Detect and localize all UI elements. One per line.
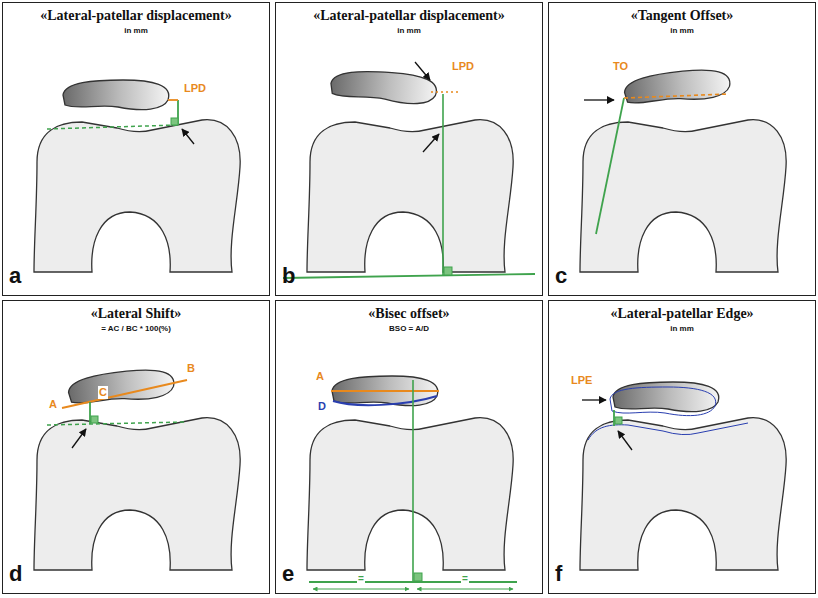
- femur: [580, 418, 786, 570]
- figure-panel: «Bisec offset» BSO = A/D e: [275, 300, 543, 594]
- measure-label: LPD: [451, 60, 475, 73]
- panel-d-drawing: [34, 366, 240, 570]
- pointer-arrow: [415, 62, 430, 80]
- panel-a-drawing: [34, 80, 240, 272]
- condyle-line: [47, 125, 178, 129]
- equal-mark: =: [461, 572, 469, 585]
- half-width-arrow: [417, 589, 513, 590]
- right-angle: [444, 267, 452, 275]
- panel-letter: e: [282, 561, 294, 587]
- posterior-condylar-line: [283, 274, 535, 278]
- figure-panel: «Lateral-patellar displacement» in mm b: [275, 2, 543, 296]
- measure-label: LPD: [183, 82, 207, 95]
- figure-panel: «Lateral Shift» = AC / BC * 100(%) d: [2, 300, 270, 594]
- bisector-line: [412, 380, 414, 582]
- right-angle: [171, 118, 178, 125]
- tangent-line: [596, 98, 624, 234]
- right-angle: [615, 417, 622, 424]
- right-angle: [91, 416, 98, 423]
- measure-label: A: [315, 370, 325, 383]
- pointer-arrow: [618, 431, 632, 450]
- panel-subtitle: = AC / BC * 100(%): [3, 324, 269, 333]
- panel-e-drawing: [307, 376, 517, 589]
- panel-f-drawing: [580, 382, 786, 570]
- measure-line: [168, 99, 178, 101]
- equal-mark: =: [357, 572, 365, 585]
- figure-panel: «Tangent Offset» in mm c: [548, 2, 816, 296]
- panel-subtitle: in mm: [3, 26, 269, 35]
- panel-subtitle: in mm: [549, 26, 815, 35]
- panel-title: «Lateral Shift»: [3, 306, 269, 322]
- panel-letter: d: [9, 561, 22, 587]
- condylar-width-line: [309, 581, 517, 583]
- panel-subtitle: in mm: [276, 26, 542, 35]
- measure-line: [624, 94, 728, 98]
- figure-panel: «Lateral-patellar Edge» in mm f: [548, 300, 816, 594]
- measure-label: C: [98, 386, 108, 399]
- femur: [307, 418, 513, 570]
- patella: [613, 382, 719, 412]
- measure-label: LPE: [570, 374, 593, 387]
- perpendicular-line: [442, 94, 444, 276]
- patella: [63, 80, 169, 110]
- panel-c-drawing: [580, 66, 786, 272]
- patella-contour: [610, 387, 716, 416]
- figure-panel: «Lateral-patellar displacement» in mm a: [2, 2, 270, 296]
- measure-label: D: [317, 400, 327, 413]
- panel-title: «Tangent Offset»: [549, 8, 815, 24]
- femur: [34, 418, 240, 570]
- panel-title: «Lateral-patellar displacement»: [276, 8, 542, 24]
- panel-letter: f: [555, 561, 562, 587]
- femur: [34, 120, 240, 272]
- panel-letter: a: [9, 263, 21, 289]
- patella-width-line: [62, 380, 187, 408]
- condyle-line: [47, 422, 184, 425]
- panel-letter: b: [282, 263, 295, 289]
- measure-label: A: [48, 398, 58, 411]
- patella-articular-line: [333, 396, 437, 405]
- panel-letter: c: [555, 263, 567, 289]
- measure-line: [431, 91, 461, 93]
- panel-subtitle: in mm: [549, 324, 815, 333]
- pointer-arrow: [582, 399, 606, 400]
- half-width-arrow: [313, 589, 409, 590]
- measure-label: B: [186, 362, 196, 375]
- right-angle: [414, 573, 422, 581]
- patella: [330, 68, 438, 105]
- femur: [580, 120, 786, 272]
- pointer-arrow: [423, 134, 439, 152]
- pointer-arrow: [72, 429, 86, 448]
- panel-title: «Lateral-patellar Edge»: [549, 306, 815, 322]
- panel-title: «Bisec offset»: [276, 306, 542, 322]
- patella-width-line: [331, 390, 439, 392]
- panel-subtitle: BSO = A/D: [276, 324, 542, 333]
- trochlea-contour: [588, 423, 748, 440]
- measure-label: TO: [612, 60, 629, 73]
- pointer-arrow: [584, 99, 614, 100]
- femur: [307, 120, 513, 272]
- panel-b-drawing: [283, 62, 535, 278]
- pointer-arrow: [182, 129, 194, 144]
- patella: [623, 66, 731, 107]
- panel-title: «Lateral-patellar displacement»: [3, 8, 269, 24]
